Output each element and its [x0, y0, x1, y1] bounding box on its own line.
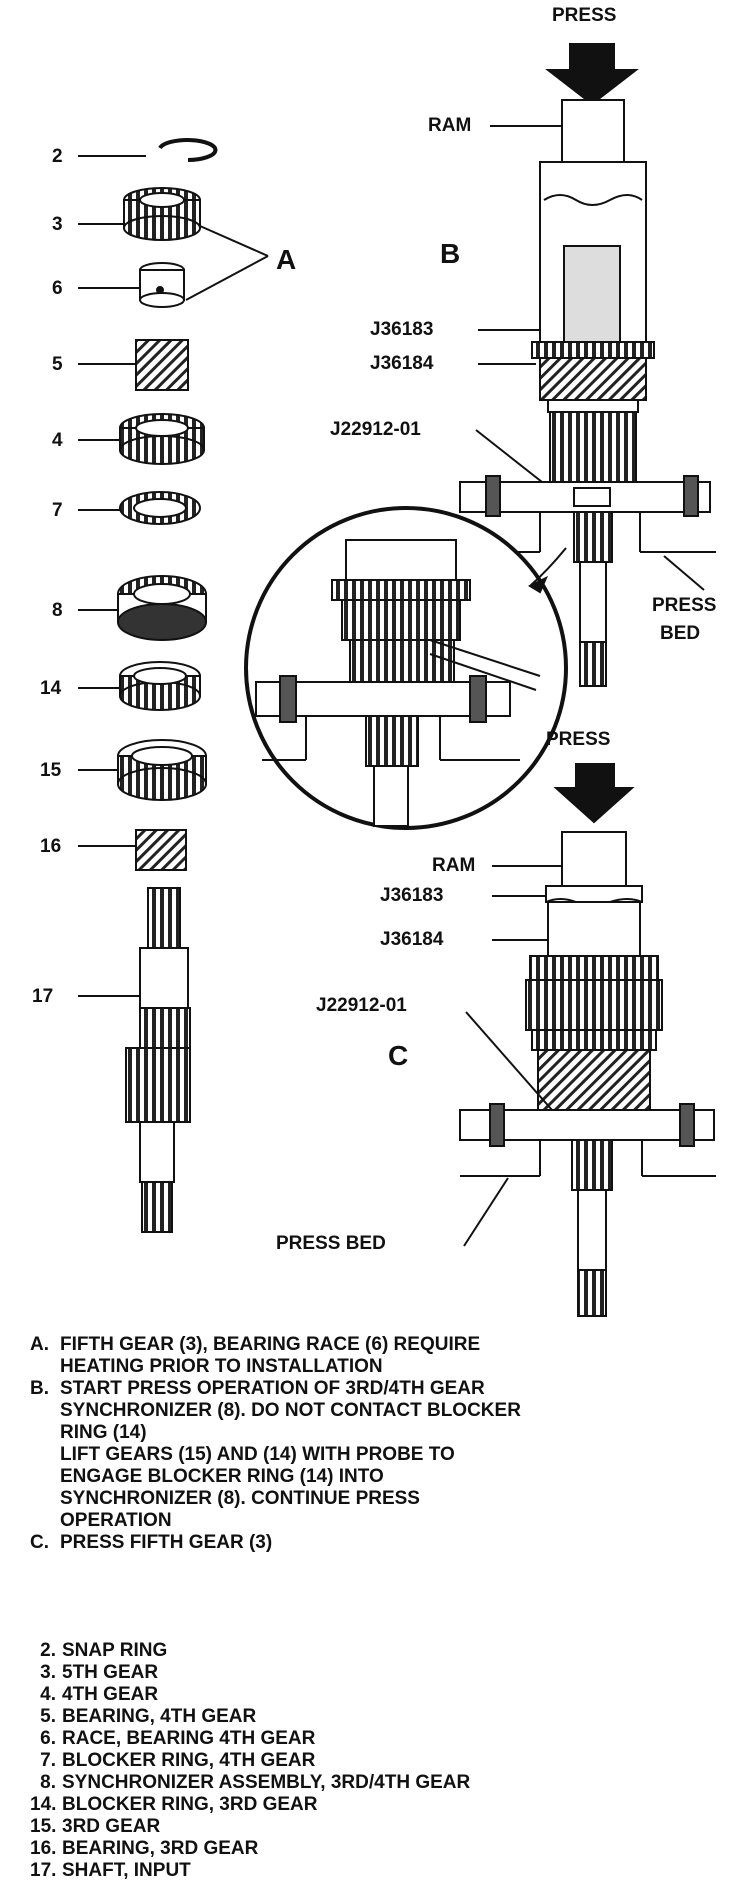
- legend-num: 3.: [40, 1662, 56, 1683]
- legend-num: 17.: [30, 1860, 57, 1881]
- legend-text: RACE, BEARING 4TH GEAR: [62, 1728, 316, 1749]
- part-input-shaft: [78, 887, 191, 1233]
- label-j36183-top: J36183: [370, 319, 434, 340]
- legend-text: SHAFT, INPUT: [62, 1860, 191, 1881]
- legend-item: 17.SHAFT, INPUT: [30, 1860, 720, 1882]
- legend-num: 6.: [40, 1728, 56, 1749]
- label-b: B: [440, 238, 461, 269]
- legend-text: 4TH GEAR: [62, 1684, 159, 1705]
- label-press-bed-top-2: BED: [660, 623, 701, 644]
- label-j22912-top: J22912-01: [330, 419, 421, 440]
- note-c-key: C.: [30, 1532, 49, 1553]
- press-setup-b: [459, 43, 716, 687]
- legend-num: 15.: [30, 1816, 57, 1837]
- legend-item: 8. SYNCHRONIZER ASSEMBLY, 3RD/4TH GEAR: [30, 1772, 720, 1794]
- callout-6: 6: [52, 278, 63, 299]
- parts-legend: 2. SNAP RING 3. 5TH GEAR 4. 4TH GEAR 5. BEAR…: [30, 1640, 720, 1882]
- label-press-bed-bottom: PRESS BED: [276, 1233, 386, 1254]
- callout-5: 5: [52, 354, 63, 375]
- legend-text: BLOCKER RING, 3RD GEAR: [62, 1794, 318, 1815]
- legend-num: 14.: [30, 1794, 57, 1815]
- legend-item: 4. 4TH GEAR: [30, 1684, 720, 1706]
- callout-4: 4: [52, 430, 63, 451]
- label-j36184-bottom: J36184: [380, 929, 444, 950]
- note-a: A. FIFTH GEAR (3), BEARING RACE (6) REQU…: [30, 1334, 720, 1378]
- procedure-notes: A. FIFTH GEAR (3), BEARING RACE (6) REQU…: [30, 1334, 720, 1554]
- callout-7: 7: [52, 500, 63, 521]
- legend-text: BEARING, 3RD GEAR: [62, 1838, 259, 1859]
- label-ram-top: RAM: [428, 115, 472, 136]
- part-synchronizer: [78, 575, 207, 641]
- press-setup-c: [459, 763, 716, 1317]
- legend-text: BEARING, 4TH GEAR: [62, 1706, 257, 1727]
- legend-item: 7. BLOCKER RING, 4TH GEAR: [30, 1750, 720, 1772]
- legend-item: 14.BLOCKER RING, 3RD GEAR: [30, 1794, 720, 1816]
- legend-item: 5. BEARING, 4TH GEAR: [30, 1706, 720, 1728]
- legend-num: 5.: [40, 1706, 56, 1727]
- part-third-gear: [78, 739, 207, 801]
- legend-item: 16.BEARING, 3RD GEAR: [30, 1838, 720, 1860]
- detail-magnifier: [244, 506, 568, 830]
- callout-16: 16: [40, 836, 62, 857]
- label-press-bed-top-1: PRESS: [652, 595, 717, 616]
- legend-num: 4.: [40, 1684, 56, 1705]
- note-c-text: PRESS FIFTH GEAR (3): [60, 1532, 273, 1553]
- legend-text: SYNCHRONIZER ASSEMBLY, 3RD/4TH GEAR: [62, 1772, 471, 1793]
- press-arrow-mid: [553, 763, 635, 824]
- legend-item: 2. SNAP RING: [30, 1640, 720, 1662]
- press-arrow-top: [545, 43, 639, 106]
- part-bearing-race: [78, 262, 185, 308]
- note-c: C. PRESS FIFTH GEAR (3): [30, 1532, 720, 1554]
- part-fourth-gear: [78, 413, 205, 465]
- label-press-mid: PRESS: [546, 729, 611, 750]
- part-snap-ring: [78, 138, 218, 162]
- callout-2: 2: [52, 146, 63, 167]
- part-needle-bearing-4th: [78, 339, 189, 391]
- legend-num: 16.: [30, 1838, 57, 1859]
- callout-8: 8: [52, 600, 63, 621]
- label-j22912-bottom: J22912-01: [316, 995, 407, 1016]
- legend-item: 3. 5TH GEAR: [30, 1662, 720, 1684]
- press-diagram: PRESS RAM B J36183 J36184 J22912-01 PRES…: [32, 5, 717, 1317]
- exploded-parts: [78, 138, 269, 1233]
- note-b-text: START PRESS OPERATION OF 3RD/4TH GEAR SY…: [60, 1378, 521, 1531]
- label-a: A: [276, 244, 297, 275]
- diagram-drawing: [78, 43, 716, 1317]
- callout-3: 3: [52, 214, 63, 235]
- note-a-key: A.: [30, 1334, 49, 1355]
- label-c: C: [388, 1040, 409, 1071]
- legend-text: SNAP RING: [62, 1640, 168, 1661]
- callout-17: 17: [32, 986, 54, 1007]
- legend-num: 8.: [40, 1772, 56, 1793]
- legend-item: 15.3RD GEAR: [30, 1816, 720, 1838]
- label-press-top: PRESS: [552, 5, 617, 26]
- part-fifth-gear: [78, 187, 201, 241]
- note-b-key: B.: [30, 1378, 49, 1399]
- part-blocker-ring-4th: [78, 491, 201, 525]
- part-blocker-ring-3rd: [78, 661, 201, 711]
- note-b: B. START PRESS OPERATION OF 3RD/4TH GEAR…: [30, 1378, 720, 1532]
- note-a-text: FIFTH GEAR (3), BEARING RACE (6) REQUIRE…: [60, 1334, 481, 1377]
- label-j36184-top: J36184: [370, 353, 434, 374]
- legend-text: 5TH GEAR: [62, 1662, 159, 1683]
- legend-num: 2.: [40, 1640, 56, 1661]
- legend-item: 6. RACE, BEARING 4TH GEAR: [30, 1728, 720, 1750]
- label-ram-bottom: RAM: [432, 855, 476, 876]
- legend-num: 7.: [40, 1750, 56, 1771]
- legend-text: BLOCKER RING, 4TH GEAR: [62, 1750, 316, 1771]
- callout-15: 15: [40, 760, 62, 781]
- legend-text: 3RD GEAR: [62, 1816, 161, 1837]
- label-j36183-bottom: J36183: [380, 885, 444, 906]
- part-needle-bearing-3rd: [78, 829, 187, 871]
- callout-14: 14: [40, 678, 62, 699]
